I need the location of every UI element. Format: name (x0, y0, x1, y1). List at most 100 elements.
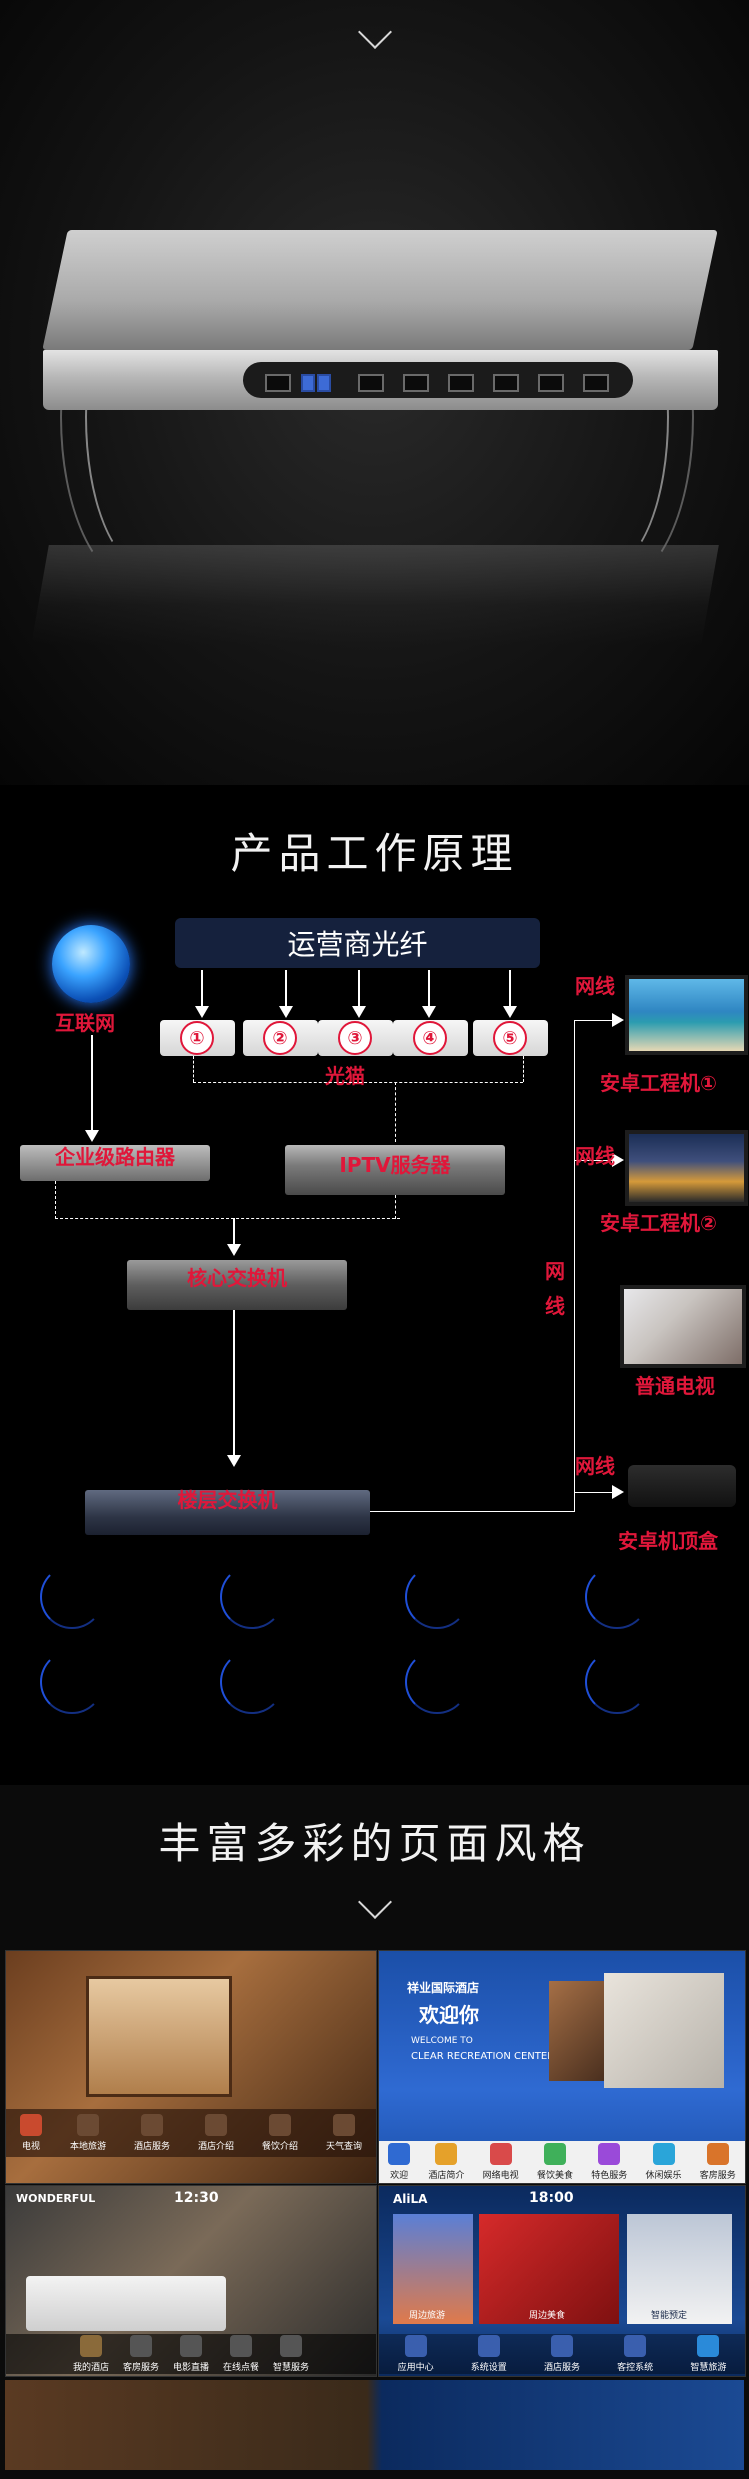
room-bed (26, 2276, 226, 2331)
arrow-down-icon (227, 1455, 241, 1467)
arrow-down-icon (279, 1006, 293, 1018)
sun-icon (332, 2114, 355, 2136)
dock-item[interactable]: 欢迎 (388, 2143, 411, 2181)
iptv-server: IPTV服务器 (285, 1145, 505, 1195)
dock-item[interactable]: 客房服务 (700, 2143, 736, 2181)
connector-line (358, 970, 360, 1008)
dock-item[interactable]: 我的酒店 (73, 2335, 109, 2373)
tile-booking[interactable] (627, 2214, 732, 2324)
ui-screenshot-4: AliLA 18:00 周边旅游 周边美食 智能预定 应用中心 系统设置 酒店服… (378, 2185, 746, 2377)
screen2-dock: 欢迎 酒店简介 网络电视 餐饮美食 特色服务 休闲娱乐 客房服务 (379, 2141, 745, 2183)
dock-item[interactable]: 智慧服务 (273, 2335, 309, 2373)
welcome-en: WELCOME TO (411, 2036, 473, 2046)
building-icon (204, 2114, 227, 2136)
connector-line (285, 970, 287, 1008)
dock-item[interactable]: 特色服务 (591, 2143, 627, 2181)
dashed-connector (523, 1056, 524, 1082)
ui-screenshot-1: 电视 本地旅游 酒店服务 酒店介绍 餐饮介绍 天气查询 (5, 1950, 377, 2184)
arrow-right-icon (612, 1013, 624, 1027)
tile-travel[interactable] (393, 2214, 473, 2324)
tile-food[interactable] (479, 2214, 619, 2324)
hero-section (0, 0, 749, 785)
arrow-down-icon (503, 1006, 517, 1018)
dashed-connector (55, 1218, 400, 1219)
dock-item[interactable]: 餐饮美食 (537, 2143, 573, 2181)
ethernet-port (403, 374, 429, 392)
dashed-connector (395, 1195, 396, 1219)
ring-decoration (40, 1565, 104, 1629)
connector-line (233, 1218, 235, 1248)
dock-item[interactable]: 客控系统 (617, 2335, 653, 2373)
connector-line (574, 1020, 575, 1512)
styles-section: 丰富多彩的页面风格 电视 本地旅游 酒店服务 酒店介绍 餐饮介绍 天气查询 祥业… (0, 1785, 749, 2479)
arrow-right-icon (612, 1485, 624, 1499)
dock-item[interactable]: 网络电视 (483, 2143, 519, 2181)
dashed-connector (55, 1181, 56, 1219)
center-name: CLEAR RECREATION CENTER (411, 2051, 555, 2062)
globe-icon (76, 2114, 99, 2136)
set-top-box-image (628, 1465, 736, 1507)
dock-item[interactable]: 智慧旅游 (690, 2335, 726, 2373)
hotel-name: 祥业国际酒店 (407, 1981, 480, 1995)
cable-label: 网线 (575, 1144, 615, 1168)
connector-line (428, 970, 430, 1008)
connector-line (370, 1511, 575, 1512)
optical-modem-4: ④ (393, 1020, 468, 1056)
internet-label: 互联网 (55, 1011, 115, 1035)
ring-decoration (405, 1565, 469, 1629)
dock-item[interactable]: 酒店介绍 (198, 2114, 234, 2152)
dock-item[interactable]: 客房服务 (123, 2335, 159, 2373)
ring-decoration (585, 1650, 649, 1714)
ethernet-port (583, 374, 609, 392)
router-label: 企业级路由器 (55, 1145, 175, 1169)
core-switch-label: 核心交换机 (187, 1266, 287, 1290)
screen4-dock: 应用中心 系统设置 酒店服务 客控系统 智慧旅游 (379, 2334, 745, 2374)
android-tv-2-image (625, 1130, 748, 1206)
connector-line (509, 970, 511, 1008)
normal-tv-image (620, 1285, 746, 1368)
dock-item[interactable]: 酒店简介 (428, 2143, 464, 2181)
ring-decoration (585, 1565, 649, 1629)
dock-item[interactable]: 电视 (19, 2114, 42, 2152)
screen3-dock: 我的酒店 客房服务 电影直播 在线点餐 智慧服务 (6, 2334, 376, 2374)
dock-item[interactable]: 酒店服务 (544, 2335, 580, 2373)
connector-line (574, 1160, 614, 1161)
appliance-top-panel (42, 230, 718, 350)
partial-screenshot-strip (5, 2380, 744, 2470)
tile-label: 周边美食 (529, 2311, 566, 2321)
dock-item[interactable]: 系统设置 (471, 2335, 507, 2373)
dock-item[interactable]: 本地旅游 (70, 2114, 106, 2152)
dock-item[interactable]: 天气查询 (326, 2114, 362, 2152)
arrow-right-icon (612, 1153, 624, 1167)
chevron-down-icon (357, 1885, 392, 1919)
screen1-dock: 电视 本地旅游 酒店服务 酒店介绍 餐饮介绍 天气查询 (6, 2109, 376, 2157)
arrow-down-icon (85, 1130, 99, 1142)
cable-label: 网线 (575, 974, 615, 998)
dock-item[interactable]: 休闲娱乐 (646, 2143, 682, 2181)
dock-item[interactable]: 酒店服务 (134, 2114, 170, 2152)
appliance-front-panel (43, 350, 718, 410)
tv-icon (19, 2114, 42, 2136)
hotel-photo (604, 1973, 724, 2088)
console-port (265, 374, 291, 392)
set-top-box-label: 安卓机顶盒 (618, 1529, 718, 1553)
bell-icon (140, 2114, 163, 2136)
ring-decoration (40, 1650, 104, 1714)
dock-item[interactable]: 电影直播 (173, 2335, 209, 2373)
arrow-down-icon (422, 1006, 436, 1018)
ethernet-port (493, 374, 519, 392)
arrow-down-icon (195, 1006, 209, 1018)
ethernet-port (358, 374, 384, 392)
ring-decoration (220, 1650, 284, 1714)
ui-screenshot-3: WONDERFUL 12:30 我的酒店 客房服务 电影直播 在线点餐 智慧服务 (5, 2185, 377, 2377)
dock-item[interactable]: 在线点餐 (223, 2335, 259, 2373)
connector-line (233, 1310, 235, 1458)
arc-decoration-right-outer (540, 250, 694, 584)
dock-item[interactable]: 应用中心 (398, 2335, 434, 2373)
fiber-label: 运营商光纤 (287, 928, 428, 961)
ethernet-port (448, 374, 474, 392)
cable-vertical-label: 线 (545, 1294, 565, 1318)
arrow-down-icon (227, 1244, 241, 1256)
welcome-text: 欢迎你 (419, 2003, 479, 2027)
dock-item[interactable]: 餐饮介绍 (262, 2114, 298, 2152)
